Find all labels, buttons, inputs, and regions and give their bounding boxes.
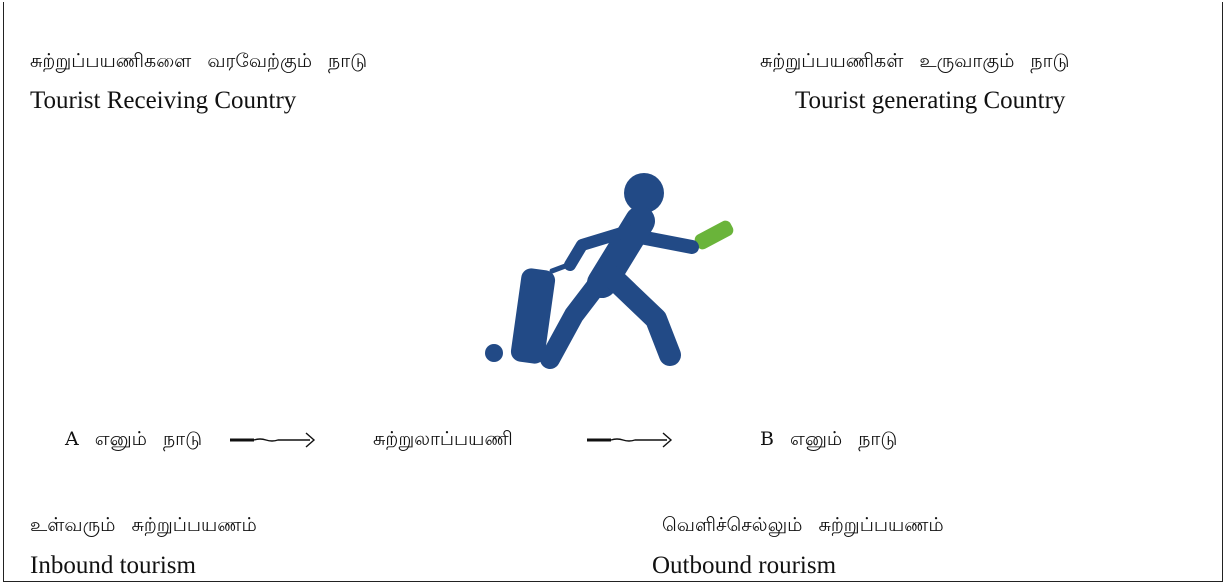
suitcase-icon xyxy=(510,268,556,364)
outbound-english-label: Outbound rourism xyxy=(652,552,837,579)
receiving-country-english-label: Tourist Receiving Country xyxy=(30,87,297,114)
generating-country-english-label: Tourist generating Country xyxy=(795,87,1066,114)
arrow-a-to-tourist-icon xyxy=(230,432,316,448)
arrow-tourist-to-b-icon xyxy=(587,432,673,448)
inbound-english-label: Inbound tourism xyxy=(30,552,196,579)
diagram-frame xyxy=(3,2,1223,582)
outbound-tamil-label: வெளிச்செல்லும் சுற்றுப்பயணம் xyxy=(662,514,944,536)
ticket-icon xyxy=(694,220,734,250)
generating-country-tamil-label: சுற்றுப்பயணிகள் உருவாகும் நாடு xyxy=(760,50,1070,72)
country-a-label: A எனும் நாடு xyxy=(65,430,202,449)
traveler-head xyxy=(624,173,664,213)
inbound-tamil-label: உள்வரும் சுற்றுப்பயணம் xyxy=(30,514,257,536)
receiving-country-tamil-label: சுற்றுப்பயணிகளை வரவேற்கும் நாடு xyxy=(30,50,368,72)
traveler-with-suitcase-icon xyxy=(485,173,734,369)
country-b-label: B எனும் நாடு xyxy=(760,428,898,450)
suitcase-wheel xyxy=(485,344,503,362)
country-a-text: A எனும் நாடு xyxy=(65,428,203,450)
tourist-label: சுற்றுலாப்பயணி xyxy=(373,428,513,450)
